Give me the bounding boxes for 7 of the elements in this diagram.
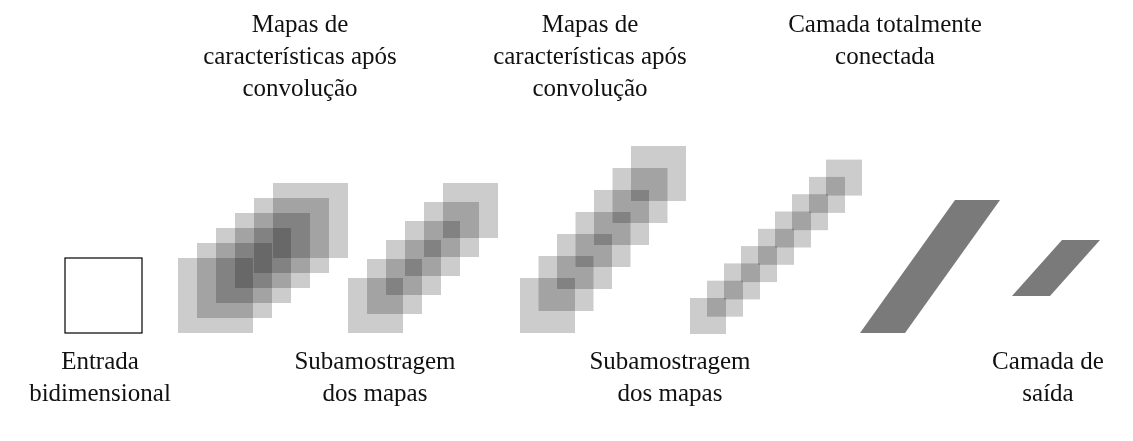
layer-label: Subamostragem dos mapas (293, 346, 457, 408)
layer-label: Mapas de características após convolução (202, 9, 398, 103)
layer-label: Camada de saída (991, 346, 1105, 408)
layer-label: Entrada bidimensional (28, 346, 172, 408)
layer-label: Mapas de características após convolução (492, 9, 688, 103)
layer-label: Camada totalmente conectada (787, 9, 983, 71)
layer-label: Subamostragem dos mapas (588, 346, 752, 408)
